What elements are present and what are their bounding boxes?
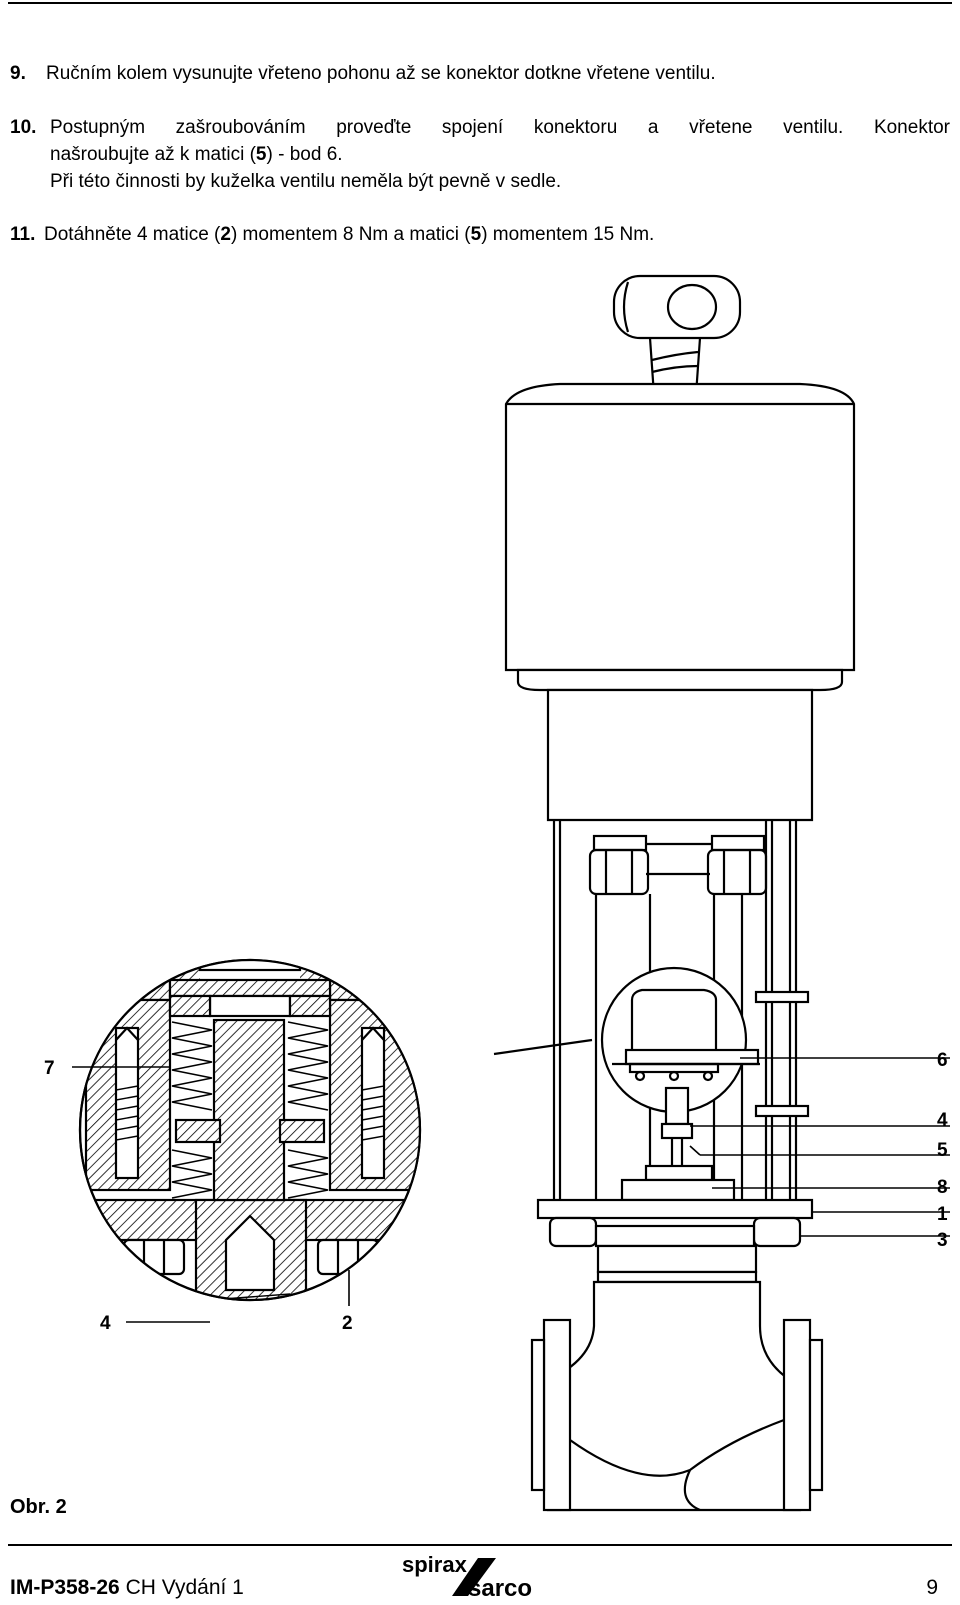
document-code: IM-P358-26 [10,1576,120,1599]
instruction-text: Ručním kolem vysunujte vřeteno pohonu až… [46,63,716,84]
logo-text-top: spirax [402,1552,468,1577]
detail-leader [493,1038,593,1056]
callout-detail-2: 2 [342,1313,353,1334]
instruction-number: 11. [10,224,36,245]
instruction-line: Při této činnosti by kuželka ventilu nem… [50,171,562,192]
instruction-text: Postupným zašroubováním proveďte spojení… [50,117,950,138]
instruction-9: 9. Ručním kolem vysunujte vřeteno pohonu … [10,60,950,87]
instruction-text: ) momentem 8 Nm a matici ( [230,224,471,245]
instruction-number: 10. [10,117,37,138]
callout-4: 4 [937,1110,948,1131]
instruction-text: našroubujte až k matici ( [50,144,256,165]
company-logo: spirax sarco [400,1550,570,1602]
page-number: 9 [926,1576,938,1599]
instruction-line: našroubujte až k matici (5) - bod 6. [10,141,950,168]
instruction-text: ) momentem 15 Nm. [481,224,655,245]
connector-cross-section [84,960,420,1300]
footer-document-reference: IM-P358-26 CH Vydání 1 [10,1576,244,1600]
instruction-text: ) - bod 6. [266,144,343,165]
bottom-rule [8,1544,952,1546]
actuator-housing [504,382,856,822]
document-edition: CH Vydání 1 [125,1576,244,1599]
callout-3: 3 [937,1230,948,1251]
handwheel [612,274,742,396]
valve-actuator-drawing: 7 4 2 6 4 5 8 1 3 [0,268,960,1530]
instruction-line: 10. Postupným zašroubováním proveďte spoj… [10,114,950,141]
callout-1: 1 [937,1204,948,1225]
instruction-text: Dotáhněte 4 matice ( [44,224,221,245]
reference-number: 2 [220,224,231,245]
bonnet-flange [536,1198,814,1284]
instruction-10: 10. Postupným zašroubováním proveďte spoj… [10,114,950,195]
top-rule [8,2,952,4]
reference-number: 5 [255,144,267,165]
callout-detail-4: 4 [100,1313,111,1334]
figure-caption: Obr. 2 [10,1496,67,1518]
spindle-connector [612,988,760,1202]
valve-body [530,1280,824,1512]
instruction-11: 11. Dotáhněte 4 matice (2) momentem 8 Nm … [10,221,950,248]
reference-number: 5 [470,224,482,245]
instruction-number: 9. [10,63,26,84]
callout-6: 6 [937,1050,948,1071]
callout-7: 7 [44,1058,55,1079]
callout-5: 5 [937,1140,948,1161]
drawing-svg: 7 4 2 6 4 5 8 1 3 [44,274,950,1512]
callout-8: 8 [937,1177,948,1198]
yoke-pillars [552,820,810,1200]
